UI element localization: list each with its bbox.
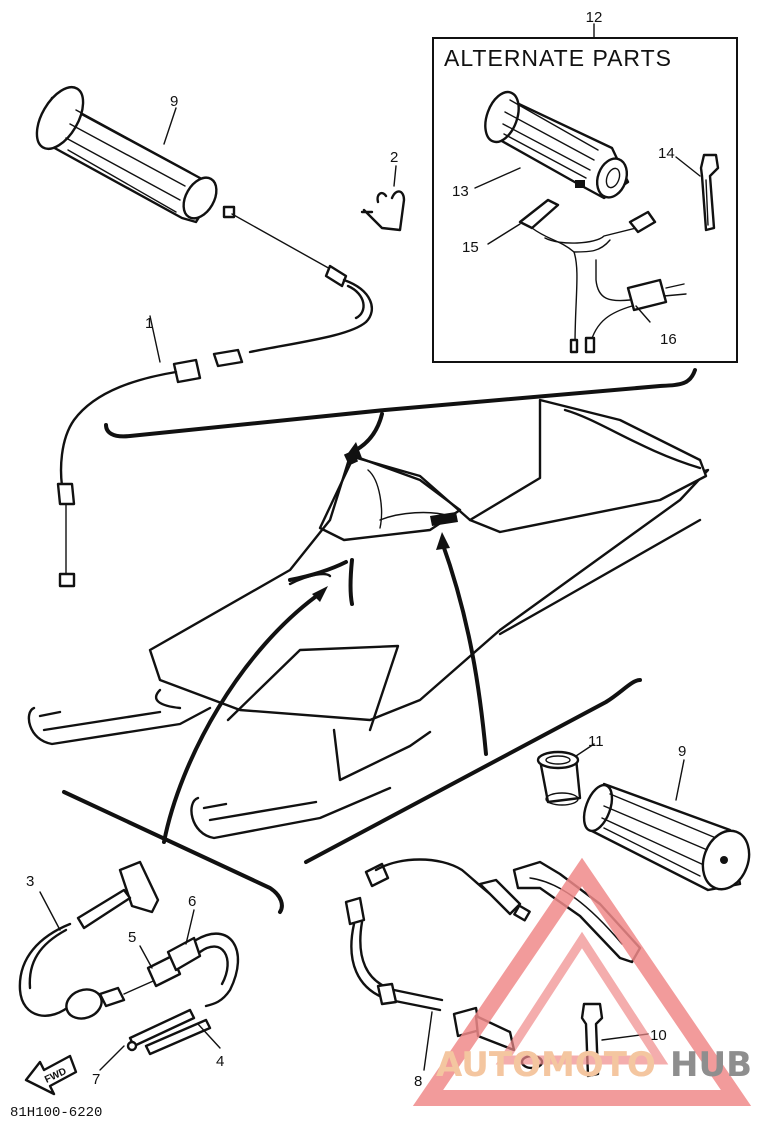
- callout-12: 12: [586, 9, 603, 26]
- callout-1: 1: [145, 315, 153, 332]
- right-grip: [582, 782, 751, 892]
- callout-10: 10: [650, 1027, 667, 1044]
- alternate-pointer-arrow: [354, 412, 384, 452]
- left-divider: [62, 790, 284, 914]
- callout-6: 6: [188, 893, 196, 910]
- cable-clip: [360, 190, 406, 232]
- callout-8: 8: [414, 1073, 422, 1090]
- callout-3: 3: [26, 873, 34, 890]
- skis: [27, 706, 392, 840]
- callout-9-top: 9: [170, 93, 178, 110]
- callout-2: 2: [390, 149, 398, 166]
- right-divider: [304, 678, 642, 864]
- alternate-parts-title: ALTERNATE PARTS: [444, 45, 672, 71]
- callout-11: 11: [588, 733, 604, 750]
- alternate-parts-box: 12 ALTERNATE PARTS 13 14: [432, 9, 738, 363]
- alternate-bracket-line: [104, 368, 697, 439]
- left-grip: [35, 86, 218, 224]
- callout-5: 5: [128, 929, 136, 946]
- throttle-cable: [56, 205, 374, 588]
- alt-wire-harness: [518, 198, 687, 354]
- watermark-auto: AUTOMOTO: [436, 1045, 656, 1085]
- arrow-to-right-group: [440, 540, 488, 756]
- alt-tie-14: [699, 153, 720, 232]
- drawing-code: 81H100-6220: [10, 1105, 102, 1121]
- callout-13: 13: [452, 183, 469, 200]
- snowmobile-body: [148, 398, 710, 782]
- callout-4: 4: [216, 1053, 224, 1070]
- callout-16: 16: [660, 331, 677, 348]
- callout-14: 14: [658, 145, 675, 162]
- choke-cable-assembly: [18, 860, 240, 1056]
- forward-arrow-icon: FWD: [24, 1054, 78, 1096]
- watermark-hub: HUB: [670, 1045, 752, 1085]
- callout-9-bottom: 9: [678, 743, 686, 760]
- callout-7: 7: [92, 1071, 100, 1088]
- arrow-to-left-group: [162, 590, 324, 844]
- throttle-lever: [512, 860, 642, 964]
- callout-15: 15: [462, 239, 479, 256]
- grip-collar: [536, 750, 582, 806]
- alt-grip-13: [484, 90, 630, 200]
- watermark-logo: AUTOMOTO HUB: [412, 857, 752, 1106]
